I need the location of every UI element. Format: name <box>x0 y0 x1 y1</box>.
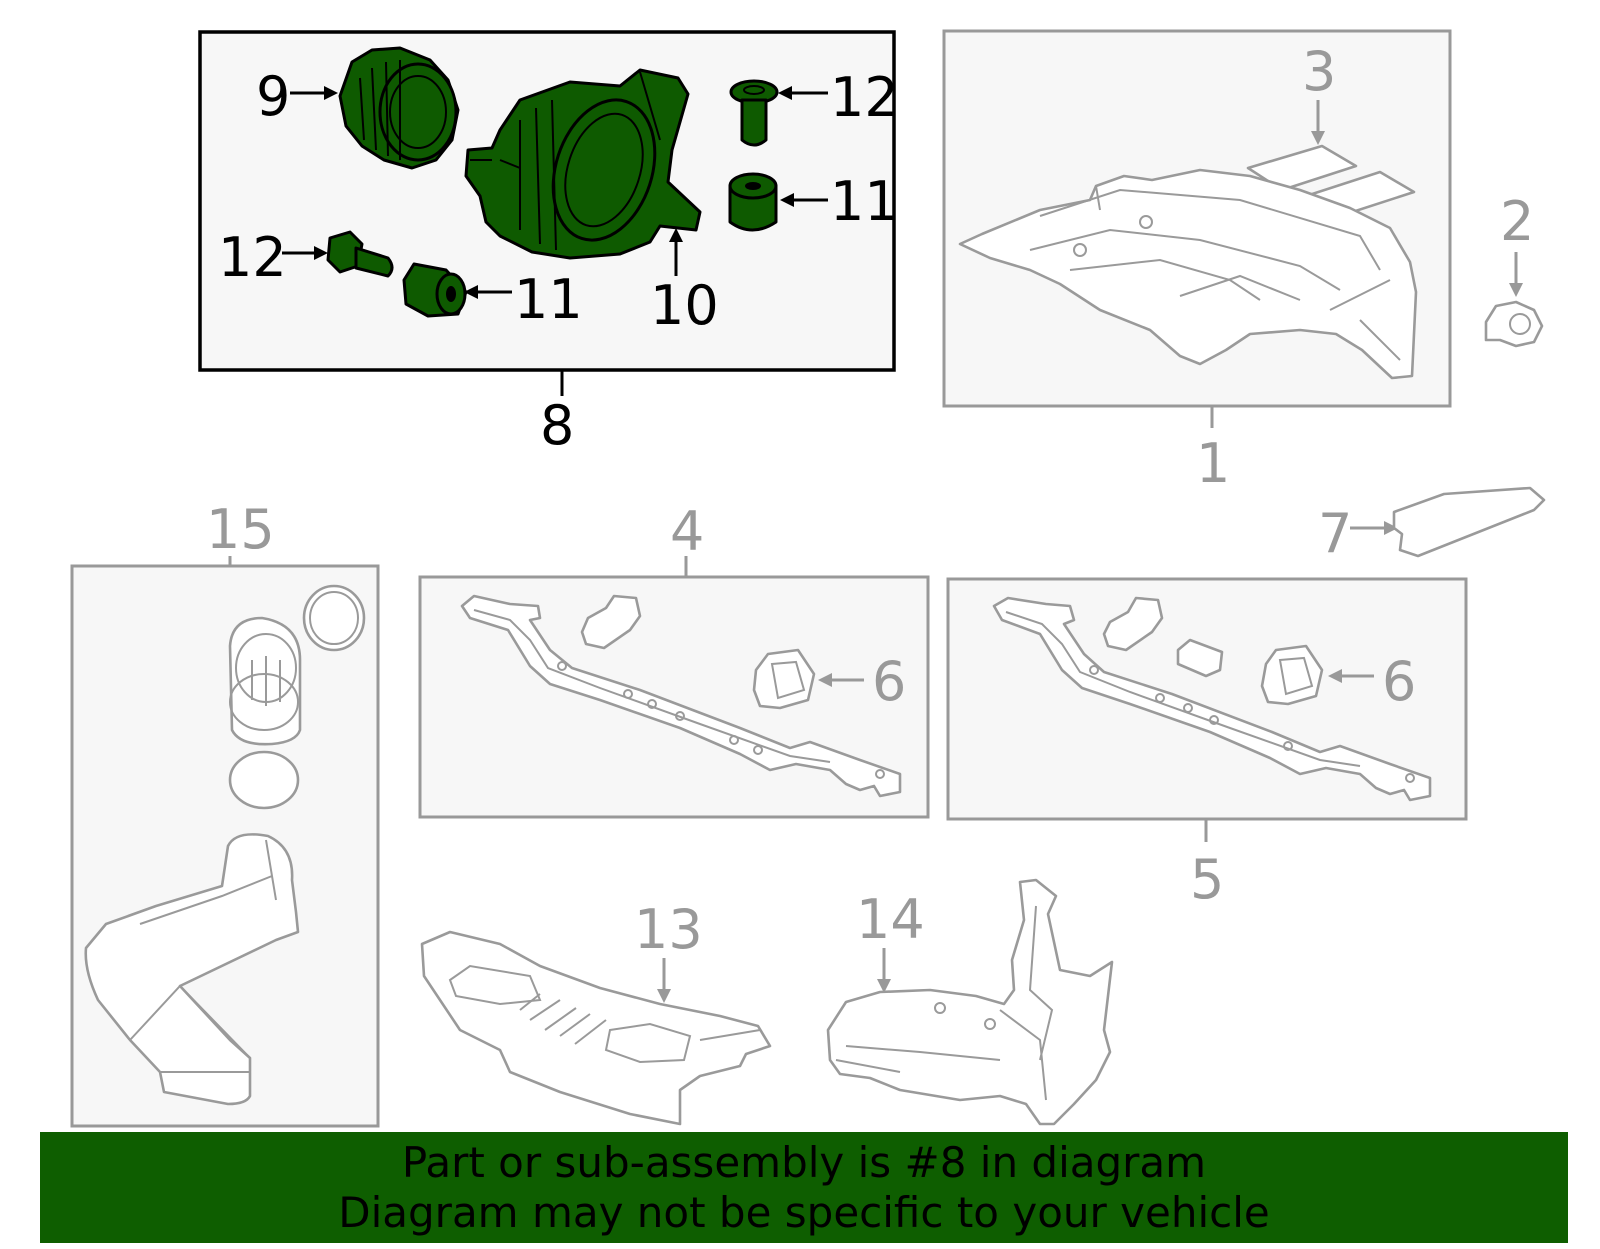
part-5-crossmember <box>992 596 1432 802</box>
callout-4: 4 <box>670 500 704 563</box>
callout-2: 2 <box>1500 190 1534 253</box>
callout-11-lower: 11 <box>514 268 583 331</box>
callout-12-lower: 12 <box>218 226 287 289</box>
part-9-blower-motor <box>338 46 460 170</box>
part-10-blower-housing <box>464 68 702 260</box>
part-2-clip <box>1484 300 1544 348</box>
part-13-duct <box>420 930 772 1126</box>
part-14-duct <box>826 878 1114 1126</box>
callout-6-left: 6 <box>872 650 906 713</box>
callout-11-upper: 11 <box>830 170 899 233</box>
part-1-floor-pan <box>958 168 1418 380</box>
part-11-grommet-upper <box>728 172 778 232</box>
notice-banner: Part or sub-assembly is #8 in diagram Di… <box>40 1132 1568 1243</box>
part-12-screw-upper <box>729 79 779 147</box>
callout-6-right: 6 <box>1382 650 1416 713</box>
callout-13: 13 <box>634 898 703 961</box>
part-11-grommet-lower <box>402 262 468 318</box>
callout-7: 7 <box>1318 502 1352 565</box>
part-12-bolt-lower <box>326 230 394 278</box>
callout-5: 5 <box>1190 848 1224 911</box>
callout-1: 1 <box>1196 432 1230 495</box>
callout-9: 9 <box>256 65 290 128</box>
callout-15: 15 <box>206 498 275 561</box>
callout-8: 8 <box>540 394 574 457</box>
notice-line-2: Diagram may not be specific to your vehi… <box>338 1188 1270 1237</box>
notice-line-1: Part or sub-assembly is #8 in diagram <box>401 1138 1207 1187</box>
callout-3: 3 <box>1302 40 1336 103</box>
part-7-panel <box>1392 486 1546 558</box>
part-15-duct-assembly <box>84 584 366 1106</box>
callout-10: 10 <box>650 274 719 337</box>
callout-12-upper: 12 <box>830 66 899 129</box>
callout-14: 14 <box>856 888 925 951</box>
part-4-crossmember <box>460 594 902 798</box>
